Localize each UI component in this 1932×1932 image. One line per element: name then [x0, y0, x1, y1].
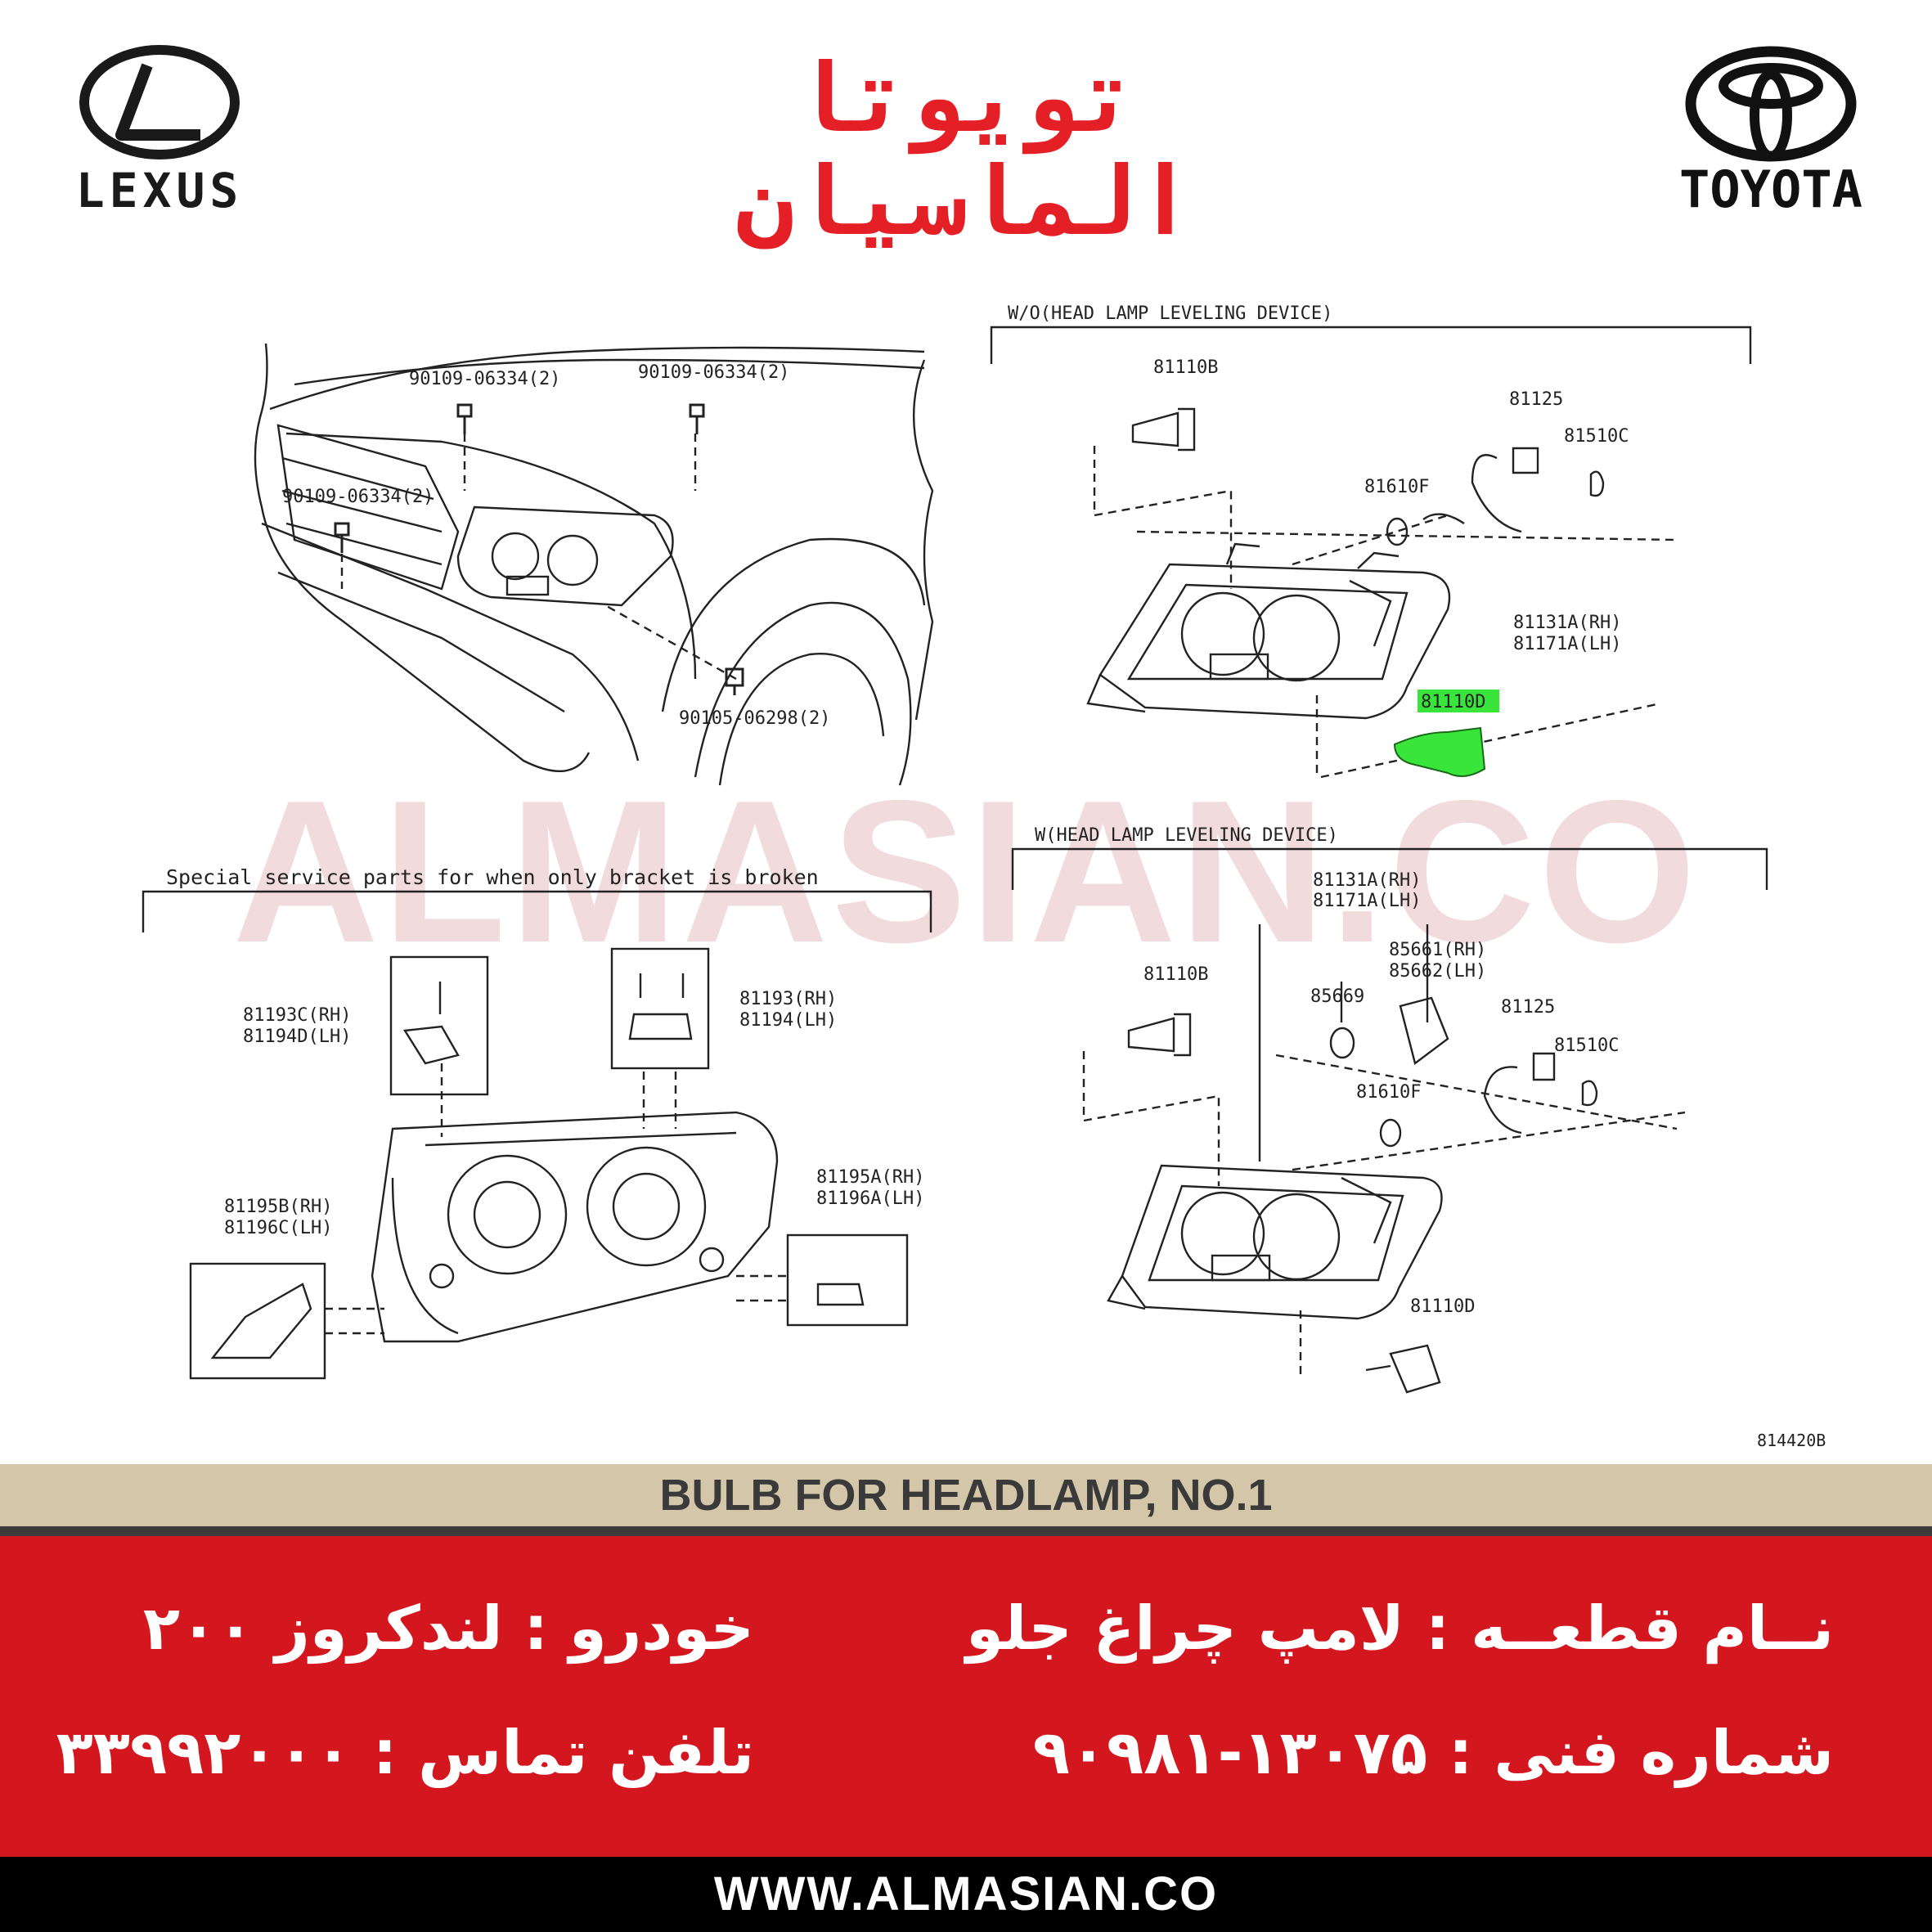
parts-diagram: 90109-06334(2) 90109-06334(2) 90109-0633…: [142, 303, 1826, 1450]
label-w-bulb-f: 81610F: [1356, 1082, 1421, 1103]
label-br-a-lh: 81196A(LH): [816, 1188, 924, 1209]
label-bolt-c: 90109-06334(2): [282, 487, 434, 507]
label-w-actuator-lh: 85662(LH): [1389, 961, 1486, 982]
label-br-d-lh: 81194D(LH): [243, 1027, 351, 1047]
label-wo-bulb-d: 81110D: [1421, 692, 1485, 712]
label-wo-unit-rh: 81131A(RH): [1513, 613, 1621, 633]
group-bracket-service: [142, 890, 932, 932]
footer: [0, 1857, 1932, 1932]
label-wo-unit-lh: 81171A(LH): [1513, 634, 1621, 654]
label-br-c-rh: 81193C(RH): [243, 1005, 351, 1026]
label-w-unit-lh: 81171A(LH): [1313, 891, 1421, 911]
part-number: شماره فنی : ۱۳۰۷۵-۹۰۹۸۱: [1032, 1718, 1834, 1788]
label-group-wo: W/O(HEAD LAMP LEVELING DEVICE): [1008, 303, 1332, 324]
headlamp-unit-w: [1107, 1164, 1443, 1320]
label-w-oring: 85669: [1310, 986, 1364, 1007]
toyota-logo: TOYOTA: [1679, 46, 1862, 217]
w-parts: [1127, 996, 1598, 1394]
vehicle-model: خودرو : لندکروز ۲۰۰: [142, 1593, 754, 1664]
brand-title: تویوتا الماسیان: [737, 43, 1194, 252]
service-box-81193: [610, 947, 710, 1070]
label-wo-socket: 81125: [1509, 389, 1563, 410]
service-box-81195b: [189, 1262, 326, 1380]
label-w-unit-rh: 81131A(RH): [1313, 870, 1421, 891]
wo-parts: [1131, 407, 1605, 546]
lexus-wordmark: LEXUS: [76, 163, 244, 217]
brand-line-2: الماسیان: [737, 146, 1194, 252]
brand-line-1: تویوتا: [793, 43, 1136, 155]
title-bar: [0, 1464, 1932, 1536]
info-panel: [0, 1536, 1932, 1857]
label-br-rh: 81193(RH): [739, 989, 837, 1009]
label-wo-bulb-f: 81610F: [1364, 477, 1429, 497]
part-name: نــام قطعــه : لامپ چراغ جلو: [965, 1593, 1834, 1664]
service-box-81195a: [786, 1233, 909, 1327]
label-br-lh: 81194(LH): [739, 1010, 837, 1031]
bolt-icons: [334, 403, 744, 695]
watermark: ALMASIAN.CO: [232, 757, 1700, 985]
group-bracket-wo: [990, 326, 1752, 364]
website-link[interactable]: WWW.ALMASIAN.CO: [713, 1867, 1219, 1921]
header: LEXUS TOYOTA تویوتا الماسیان: [0, 0, 1932, 270]
label-bolt-b: 90109-06334(2): [638, 362, 789, 383]
label-wo-bulb-b: 81110B: [1153, 357, 1218, 378]
label-bolt-a: 90109-06334(2): [409, 369, 560, 389]
label-br-a-rh: 81195A(RH): [816, 1167, 924, 1188]
label-w-actuator-rh: 85661(RH): [1389, 940, 1486, 960]
label-br-b-rh: 81195B(RH): [224, 1197, 332, 1217]
headlamp-back-view: [371, 1111, 779, 1343]
toyota-wordmark: TOYOTA: [1679, 160, 1862, 217]
part-title: BULB FOR HEADLAMP, NO.1: [659, 1471, 1273, 1520]
lexus-logo: LEXUS: [76, 45, 244, 217]
label-wo-bulb-c: 81510C: [1564, 426, 1629, 447]
label-group-w: W(HEAD LAMP LEVELING DEVICE): [1035, 825, 1338, 846]
service-box-81193c: [389, 955, 489, 1096]
label-special-service: Special service parts for when only brac…: [166, 865, 819, 889]
label-w-bulb-c: 81510C: [1554, 1036, 1619, 1056]
label-br-c-lh: 81196C(LH): [224, 1218, 332, 1238]
label-bolt-d: 90105-06298(2): [679, 708, 830, 729]
highlighted-bulb: [1393, 690, 1499, 777]
part-labels: 90109-06334(2) 90109-06334(2) 90109-0633…: [166, 303, 1826, 1450]
figure-id: 814420B: [1757, 1431, 1826, 1450]
label-w-socket: 81125: [1501, 997, 1555, 1018]
label-w-bulb-b: 81110B: [1143, 964, 1208, 985]
label-w-bulb-d: 81110D: [1410, 1296, 1475, 1317]
contact-phone: تلفن تماس : ۳۳۹۹۲۰۰۰: [56, 1718, 754, 1788]
headlamp-unit-wo: [1086, 542, 1451, 720]
group-bracket-w: [1011, 847, 1768, 890]
vehicle-front-illustration: [254, 343, 934, 786]
